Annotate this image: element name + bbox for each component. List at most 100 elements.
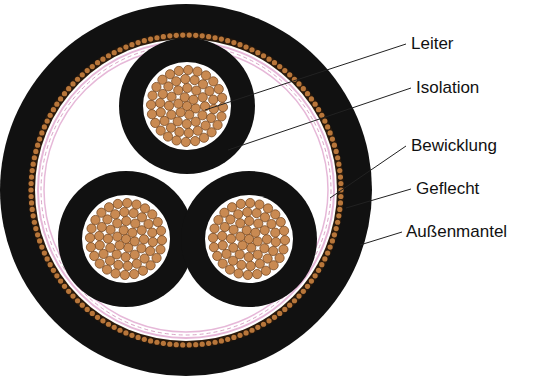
braid-wire <box>112 325 117 330</box>
braid-wire <box>48 113 53 118</box>
braid-wire <box>161 341 166 346</box>
strand <box>227 203 236 212</box>
braid-wire <box>338 194 343 199</box>
braid-wire <box>75 77 80 82</box>
strand <box>267 219 276 228</box>
outer-sheath <box>0 4 372 376</box>
braid-wire <box>332 232 337 237</box>
braid-wire <box>336 162 341 167</box>
wrapping-line <box>41 45 331 335</box>
braid-wire <box>328 130 333 135</box>
braid-wire <box>180 32 185 37</box>
braid-wire <box>85 68 90 73</box>
braid-wire <box>282 307 287 312</box>
braid-wire <box>322 256 327 261</box>
strand <box>176 108 185 117</box>
wrapping <box>35 39 337 341</box>
conductor <box>82 195 170 283</box>
strand <box>271 228 280 237</box>
strand <box>190 75 199 84</box>
braid-wire <box>261 53 266 58</box>
strand <box>252 208 261 217</box>
braid-wire <box>301 86 306 91</box>
strand <box>209 243 218 252</box>
strand <box>222 249 231 258</box>
braid-wire <box>62 284 67 289</box>
braid-wire <box>212 340 217 345</box>
braid-wire <box>193 342 198 347</box>
braid-wire <box>136 40 141 45</box>
strand <box>113 219 122 228</box>
braid-wire <box>287 303 292 308</box>
strand <box>217 112 226 121</box>
braid-wire <box>29 174 34 179</box>
strand <box>146 100 155 109</box>
strand <box>262 235 271 244</box>
braid-wire <box>313 273 318 278</box>
braid-wire <box>296 81 301 86</box>
braid-wire <box>28 187 33 192</box>
strand <box>172 136 181 145</box>
braid-wire <box>30 207 35 212</box>
strand <box>160 116 169 125</box>
strand <box>238 241 247 250</box>
braid-wire <box>90 311 95 316</box>
strand <box>181 74 190 83</box>
strand <box>148 91 157 100</box>
strand <box>234 269 243 278</box>
braid-wire <box>266 57 271 62</box>
braid-wire <box>37 136 42 141</box>
part-label: Isolation <box>414 78 481 98</box>
strand <box>276 217 285 226</box>
braid-wire <box>45 256 50 261</box>
braid-wire <box>30 168 35 173</box>
strand <box>182 119 191 128</box>
strand <box>245 216 254 225</box>
strand <box>148 237 157 246</box>
strand <box>181 137 190 146</box>
braid-wire <box>330 136 335 141</box>
leader-line <box>346 189 411 208</box>
strand <box>121 252 130 261</box>
braid-wire <box>305 91 310 96</box>
strand <box>193 67 202 76</box>
braid-wire <box>219 36 224 41</box>
strand <box>243 207 252 216</box>
braid-wire <box>316 107 321 112</box>
braid-wire <box>338 174 343 179</box>
strand <box>128 228 137 237</box>
strand <box>269 261 278 270</box>
braid-wire <box>296 294 301 299</box>
strand <box>218 241 227 250</box>
braid-wire <box>292 298 297 303</box>
wrapping-line <box>38 42 334 338</box>
braid-wire <box>328 244 333 249</box>
braid-wire <box>180 342 185 347</box>
strand <box>165 70 174 79</box>
braid-wire <box>33 226 38 231</box>
strand <box>156 98 165 107</box>
part-label: Geflecht <box>414 179 481 199</box>
braid-wire <box>334 149 339 154</box>
strand <box>185 110 194 119</box>
strand <box>104 203 113 212</box>
strand <box>242 226 251 235</box>
strand <box>123 198 132 207</box>
strand <box>205 86 214 95</box>
braid-wire <box>249 47 254 52</box>
braid-wire <box>37 238 42 243</box>
braid-wire <box>309 96 314 101</box>
braid-wire <box>313 102 318 107</box>
braid-wire <box>309 279 314 284</box>
braid-wire <box>282 68 287 73</box>
braid-wire <box>334 226 339 231</box>
strand <box>122 216 131 225</box>
strand <box>95 241 104 250</box>
braid-wire <box>106 53 111 58</box>
leader-line <box>330 146 406 198</box>
part-label: Bewicklung <box>409 136 499 156</box>
braid-wire <box>29 200 34 205</box>
braid-wire <box>187 342 192 347</box>
braid-wire <box>35 232 40 237</box>
braid-wire <box>338 181 343 186</box>
